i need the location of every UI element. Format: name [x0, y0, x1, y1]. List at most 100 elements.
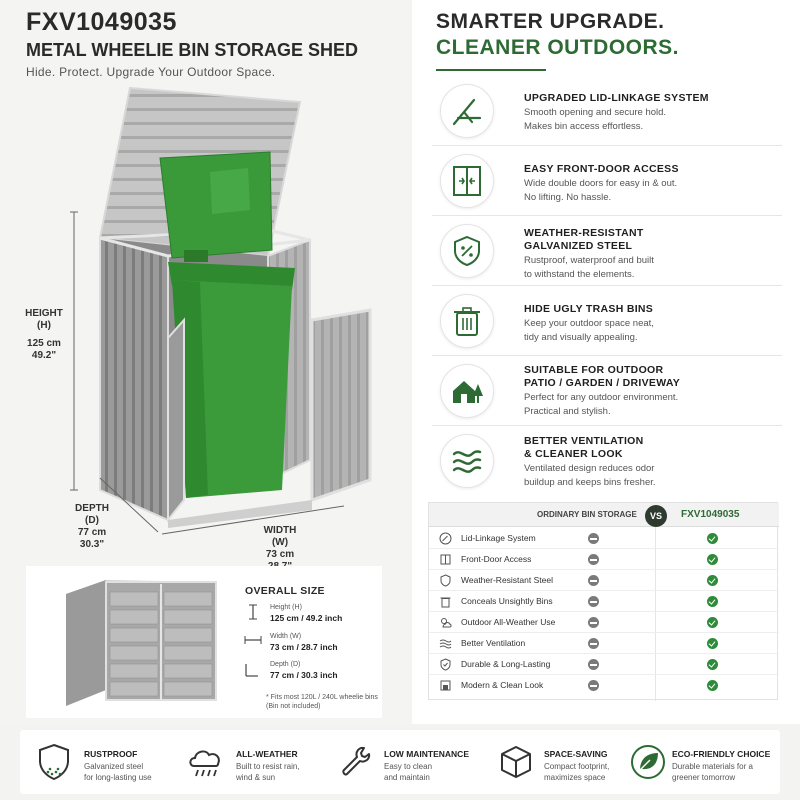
check-icon — [707, 575, 718, 586]
feature-desc: tidy and visually appealing. — [524, 332, 638, 343]
benefit-desc: Galvanized steel — [84, 762, 144, 771]
row-label: Lid-Linkage System — [461, 533, 536, 543]
feature-desc: Wide double doors for easy in & out. — [524, 178, 678, 189]
benefit-title: ECO-FRIENDLY CHOICE — [672, 749, 771, 759]
feature-desc: Smooth opening and secure hold. — [524, 107, 667, 118]
no-icon — [588, 554, 599, 565]
row-label: Conceals Unsightly Bins — [461, 596, 553, 606]
table-row: Lid-Linkage System — [429, 528, 779, 549]
benefit-low-maintenance: LOW MAINTENANCE Easy to clean and mainta… — [338, 730, 488, 794]
shield-rust-icon — [39, 743, 69, 781]
feature-title: PATIO / GARDEN / DRIVEWAY — [524, 377, 681, 389]
no-icon — [588, 638, 599, 649]
no-icon — [588, 575, 599, 586]
feature-desc: Makes bin access effortless. — [524, 121, 644, 132]
width-icon — [244, 636, 262, 644]
feature-title: UPGRADED LID-LINKAGE SYSTEM — [524, 92, 709, 104]
box-icon — [501, 746, 531, 778]
wind-icon — [439, 639, 452, 649]
cube-icon — [440, 680, 451, 691]
bin-icon — [440, 597, 451, 608]
feature-desc: buildup and keeps bins fresher. — [524, 477, 656, 488]
feature-desc: to withstand the elements. — [524, 269, 635, 280]
benefit-title: LOW MAINTENANCE — [384, 749, 469, 759]
feature-desc: No lifting. No hassle. — [524, 192, 612, 203]
fit-note-sub: (Bin not included) — [266, 703, 321, 710]
no-icon — [588, 659, 599, 670]
no-icon — [588, 680, 599, 691]
wheelie-bin — [159, 151, 295, 498]
dimension-lines — [70, 211, 345, 535]
check-icon — [707, 617, 718, 628]
table-row: Conceals Unsightly Bins — [429, 591, 779, 612]
overall-width-label: Width (W) — [270, 633, 302, 640]
benefit-desc: Compact footprint, — [544, 762, 610, 771]
feature-title: SUITABLE FOR OUTDOOR — [524, 364, 664, 376]
ordinary-column-title: ORDINARY BIN STORAGE — [537, 510, 637, 519]
row-label: Modern & Clean Look — [461, 680, 544, 690]
vs-badge: VS — [645, 505, 667, 527]
no-icon — [588, 596, 599, 607]
feature-desc: Perfect for any outdoor environment. — [524, 392, 679, 403]
door-icon — [440, 554, 451, 565]
feature-title: HIDE UGLY TRASH BINS — [524, 303, 654, 315]
table-row: Outdoor All-Weather Use — [429, 612, 779, 633]
overall-size-title: OVERALL SIZE — [245, 585, 325, 597]
overall-height-label: Height (H) — [270, 604, 302, 611]
check-icon — [707, 596, 718, 607]
height-icon — [249, 604, 257, 620]
benefit-desc: maximizes space — [544, 773, 606, 782]
overall-depth-value: 77 cm / 30.3 inch — [270, 670, 338, 680]
closed-shed-thumbnail — [66, 580, 217, 706]
check-icon — [707, 533, 718, 544]
feature-title: & CLEANER LOOK — [524, 448, 623, 460]
trash-bin-icon — [440, 294, 494, 348]
benefit-title: SPACE-SAVING — [544, 749, 608, 759]
double-door-icon — [440, 154, 494, 208]
benefit-desc: greener tomorrow — [672, 773, 736, 782]
lid-linkage-icon — [440, 84, 494, 138]
shed-illustration — [98, 86, 372, 528]
feature-weather-resistant: WEATHER-RESISTANT GALVANIZED STEEL Rustp… — [432, 216, 782, 286]
sun-cloud-icon — [441, 618, 452, 628]
benefit-desc: for long-lasting use — [84, 773, 152, 782]
feature-desc: Rustproof, waterproof and built — [524, 255, 654, 266]
feature-title: EASY FRONT-DOOR ACCESS — [524, 163, 679, 175]
product-panel: FXV1049035 METAL WHEELIE BIN STORAGE SHE… — [0, 0, 412, 724]
benefit-desc: and maintain — [384, 773, 430, 782]
row-label: Front-Door Access — [461, 554, 532, 564]
benefit-space-saving: SPACE-SAVING Compact footprint, maximize… — [496, 730, 626, 794]
depth-dimension: DEPTH (D) 77 cm 30.3" — [75, 503, 109, 550]
ventilation-icon — [440, 434, 494, 488]
rain-cloud-icon — [189, 750, 220, 777]
badge-icon — [440, 658, 451, 671]
table-row: Better Ventilation — [429, 633, 779, 654]
benefit-all-weather: ALL-WEATHER Built to resist rain, wind &… — [186, 730, 336, 794]
benefits-strip: RUSTPROOF Galvanized steel for long-last… — [20, 730, 780, 794]
table-row: Durable & Long-Lasting — [429, 654, 779, 675]
feature-front-door: EASY FRONT-DOOR ACCESS Wide double doors… — [432, 146, 782, 216]
overall-width-value: 73 cm / 28.7 inch — [270, 642, 338, 652]
overall-depth-label: Depth (D) — [270, 661, 301, 668]
table-row: Weather-Resistant Steel — [429, 570, 779, 591]
check-icon — [707, 638, 718, 649]
benefits-bar: RUSTPROOF Galvanized steel for long-last… — [0, 724, 800, 800]
no-icon — [588, 533, 599, 544]
check-icon — [707, 659, 718, 670]
feature-desc: Ventilated design reduces odor — [524, 463, 655, 474]
benefit-eco-friendly: ECO-FRIENDLY CHOICE Durable materials fo… — [628, 730, 778, 794]
column-divider — [655, 527, 656, 701]
feature-title: GALVANIZED STEEL — [524, 240, 633, 252]
headline-underline — [436, 69, 546, 71]
overall-height-value: 125 cm / 49.2 inch — [270, 613, 343, 623]
feature-desc: Keep your outdoor space neat, — [524, 318, 654, 329]
shed-right-door — [310, 308, 372, 503]
feature-lid-linkage: UPGRADED LID-LINKAGE SYSTEM Smooth openi… — [432, 76, 782, 146]
feature-title: WEATHER-RESISTANT — [524, 227, 644, 239]
shield-weather-icon — [440, 224, 494, 278]
headline-line-1: SMARTER UPGRADE. — [436, 10, 665, 33]
benefit-desc: Easy to clean — [384, 762, 433, 771]
row-label: Outdoor All-Weather Use — [461, 617, 556, 627]
table-row: Modern & Clean Look — [429, 675, 779, 696]
shield-icon — [440, 574, 451, 587]
